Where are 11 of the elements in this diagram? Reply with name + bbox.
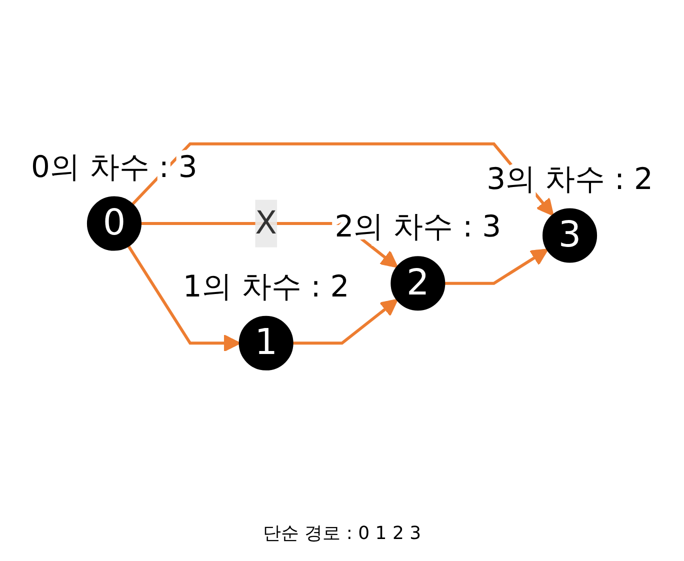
note-text: 단순 경로 : 0 1 2 3 — [262, 522, 422, 545]
arrow — [444, 248, 548, 284]
arrow — [292, 298, 398, 344]
node-circle: 2 — [390, 256, 446, 310]
edge-label: X — [255, 203, 277, 241]
degree-text: 2의 차수 : 3 — [334, 209, 502, 244]
arrow — [127, 244, 241, 352]
node-circle: 1 — [238, 315, 294, 370]
degree-text: 1의 차수 : 2 — [182, 269, 350, 304]
node-circle: 0 — [86, 196, 142, 250]
node-circle: 3 — [542, 208, 598, 262]
